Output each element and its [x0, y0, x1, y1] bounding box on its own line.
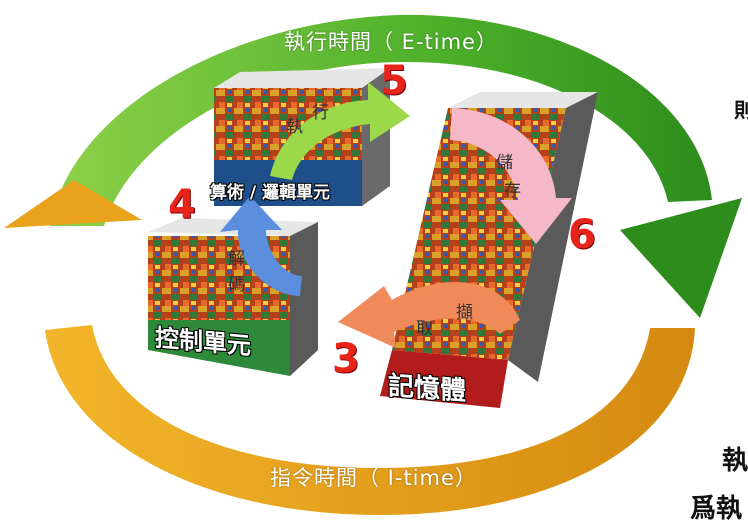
- execute-char-1: 執: [286, 117, 303, 137]
- step-number-6: 6: [568, 212, 596, 258]
- alu-label: 算術 / 邏輯單元: [210, 183, 331, 203]
- store-arrow: [450, 108, 572, 244]
- execution-time-label: 執行時間（ E-time）: [284, 30, 498, 54]
- step-number-3: 3: [332, 336, 360, 382]
- decode-char-1: 解: [228, 249, 245, 269]
- execution-time-arc: [50, 14, 742, 318]
- step-number-5: 5: [380, 58, 408, 104]
- execute-arrow: [270, 82, 410, 180]
- decode-char-2: 碼: [228, 275, 245, 295]
- fetch-char-2: 擷: [456, 303, 473, 323]
- store-char-1: 儲: [496, 153, 513, 173]
- memory-label: 記憶體: [388, 371, 467, 407]
- instruction-time-arc: [4, 180, 695, 515]
- cropped-text-top: 則: [734, 98, 748, 122]
- fetch-char-1: 取: [416, 319, 433, 339]
- decode-arrow: [220, 196, 302, 296]
- step-number-4: 4: [168, 182, 196, 228]
- fetch-arrow: [338, 281, 520, 348]
- cropped-text-bottom-1: 執: [722, 446, 748, 476]
- instruction-time-label: 指令時間（ I-time）: [270, 466, 477, 490]
- cropped-text-bottom-2: 爲執: [690, 494, 743, 524]
- execute-char-2: 行: [312, 103, 329, 123]
- store-char-2: 存: [504, 181, 521, 201]
